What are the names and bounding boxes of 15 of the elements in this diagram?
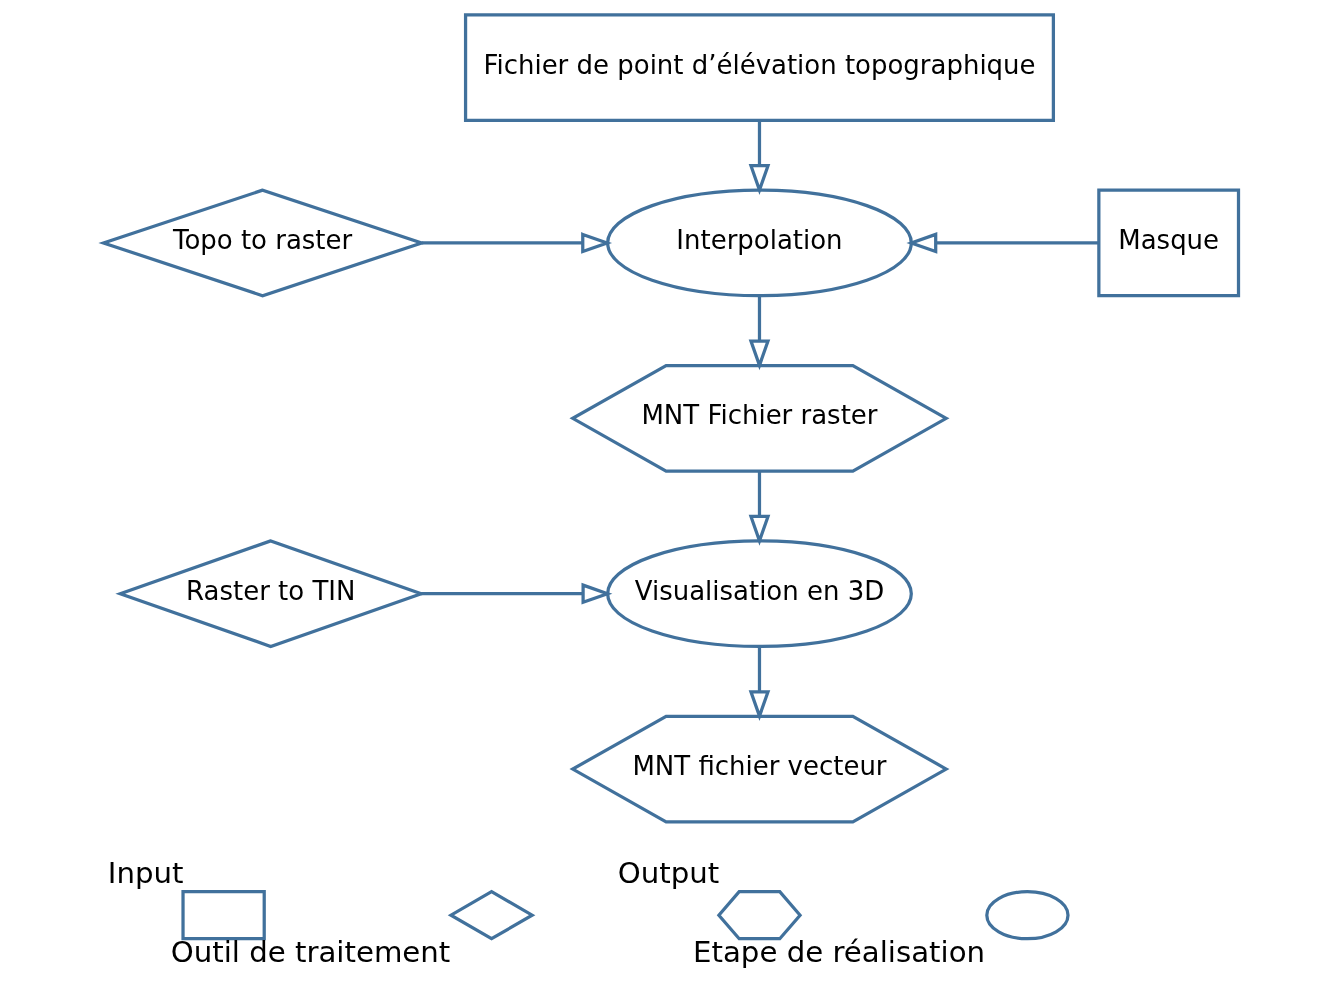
node-ellipse: Visualisation en 3D <box>605 539 913 649</box>
arrow <box>748 471 770 546</box>
node-box: Fichier de point d’élévation topographique <box>463 13 1055 122</box>
arrow <box>748 120 770 195</box>
arrow <box>905 232 1099 254</box>
arrow <box>420 582 612 605</box>
legend-label: Output <box>617 855 719 890</box>
legend-label: Input <box>107 855 184 890</box>
arrow <box>748 295 770 371</box>
node-box: Masque <box>1096 188 1240 298</box>
node-ellipse: Interpolation <box>605 188 913 298</box>
legend-label: Etape de réalisation <box>692 935 985 970</box>
arrow <box>748 646 770 722</box>
arrow <box>421 232 612 254</box>
legend-label: Outil de traitement <box>170 935 450 970</box>
